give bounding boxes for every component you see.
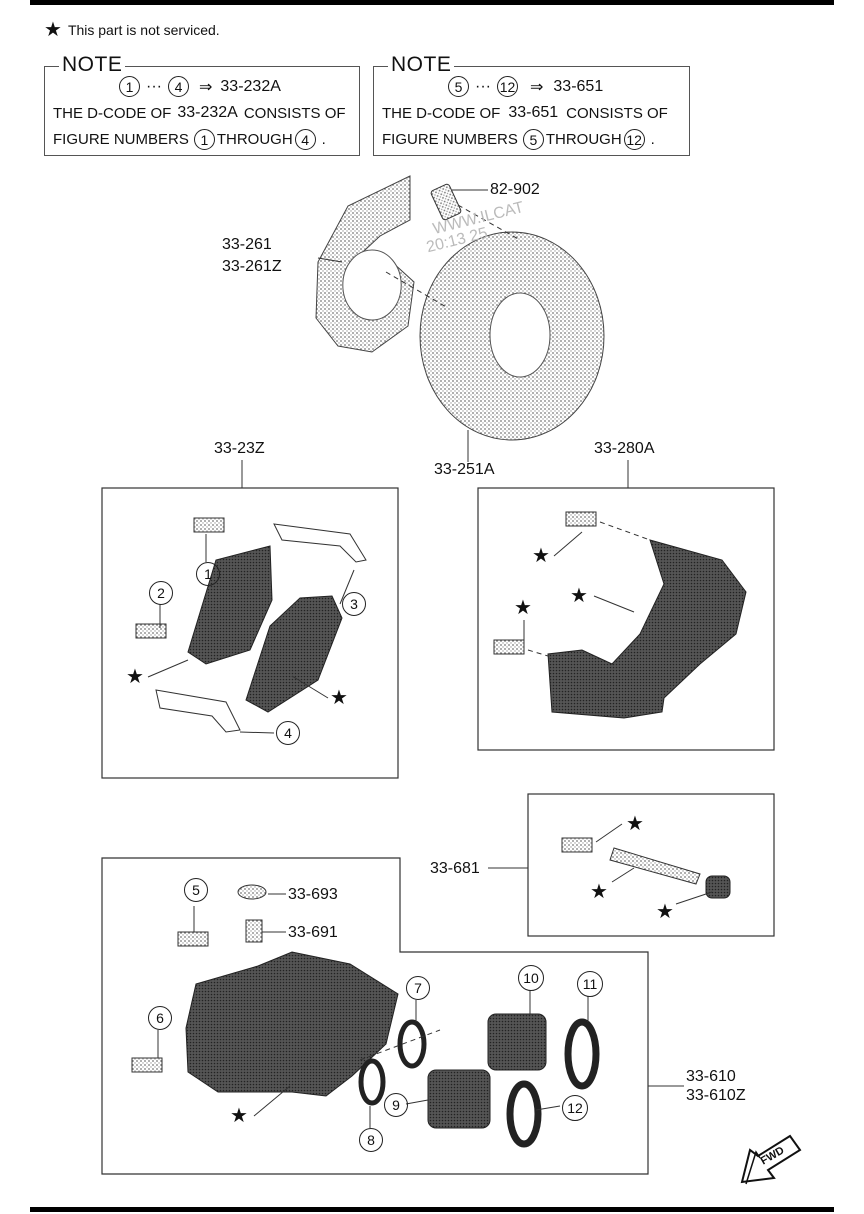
label-33-693: 33-693 <box>288 886 338 903</box>
callout-12: 12 <box>562 1095 588 1121</box>
disc-rotor <box>419 231 605 441</box>
note-left-code: 33-232A <box>220 77 281 95</box>
legend-text: This part is not serviced. <box>67 22 220 38</box>
label-33-691: 33-691 <box>288 924 338 941</box>
star-icon: ★ <box>532 545 550 567</box>
label-33-251a: 33-251A <box>434 461 495 478</box>
callout-8: 8 <box>359 1128 383 1152</box>
star-icon: ★ <box>626 813 644 835</box>
callout-6: 6 <box>148 1006 172 1030</box>
callout-4: 4 <box>276 721 300 745</box>
brake-pads <box>135 517 367 733</box>
bottom-rule <box>30 1207 834 1212</box>
note-right: NOTE 5 ··· 12 ⇒ 33-651 THE D-CODE OF 33-… <box>373 53 690 156</box>
star-icon: ★ <box>230 1105 248 1127</box>
callout-5: 5 <box>184 878 208 902</box>
legend: ★ This part is not serviced. <box>44 20 220 40</box>
label-82-902: 82-902 <box>490 181 540 198</box>
note-left: NOTE 1 ··· 4 ⇒ 33-232A THE D-CODE OF 33-… <box>44 53 360 156</box>
note-left-title: NOTE <box>59 53 126 77</box>
dust-shield <box>315 175 415 353</box>
label-33-261: 33-261 <box>222 236 272 253</box>
callout-3: 3 <box>342 592 366 616</box>
star-icon: ★ <box>570 585 588 607</box>
label-33-280a: 33-280A <box>594 440 655 457</box>
callout-9: 9 <box>384 1093 408 1117</box>
top-rule <box>30 0 834 5</box>
callout-1: 1 <box>196 562 220 586</box>
star-icon: ★ <box>656 901 674 923</box>
star-icon: ★ <box>44 19 62 41</box>
box-guide-pins <box>527 793 775 937</box>
note-right-title: NOTE <box>388 53 455 77</box>
note-right-code: 33-651 <box>553 77 604 95</box>
caliper-body <box>131 884 600 1148</box>
callout-2: 2 <box>149 581 173 605</box>
star-icon: ★ <box>126 666 144 688</box>
label-33-681: 33-681 <box>430 860 480 877</box>
label-33-610z: 33-610Z <box>686 1087 746 1104</box>
star-icon: ★ <box>514 597 532 619</box>
label-33-610: 33-610 <box>686 1068 736 1085</box>
caliper-bracket <box>493 511 747 719</box>
fwd-arrow-icon <box>740 1134 802 1185</box>
hub-bolt <box>430 183 462 221</box>
callout-10: 10 <box>518 965 544 991</box>
box-brake-pads <box>101 487 399 779</box>
guide-pins <box>561 837 731 899</box>
box-caliper-bracket <box>477 487 775 751</box>
callout-7: 7 <box>406 976 430 1000</box>
callout-11: 11 <box>577 971 603 997</box>
star-icon: ★ <box>330 687 348 709</box>
label-33-23z: 33-23Z <box>214 440 265 457</box>
label-33-261z: 33-261Z <box>222 258 282 275</box>
star-icon: ★ <box>590 881 608 903</box>
box-caliper <box>101 857 649 1175</box>
